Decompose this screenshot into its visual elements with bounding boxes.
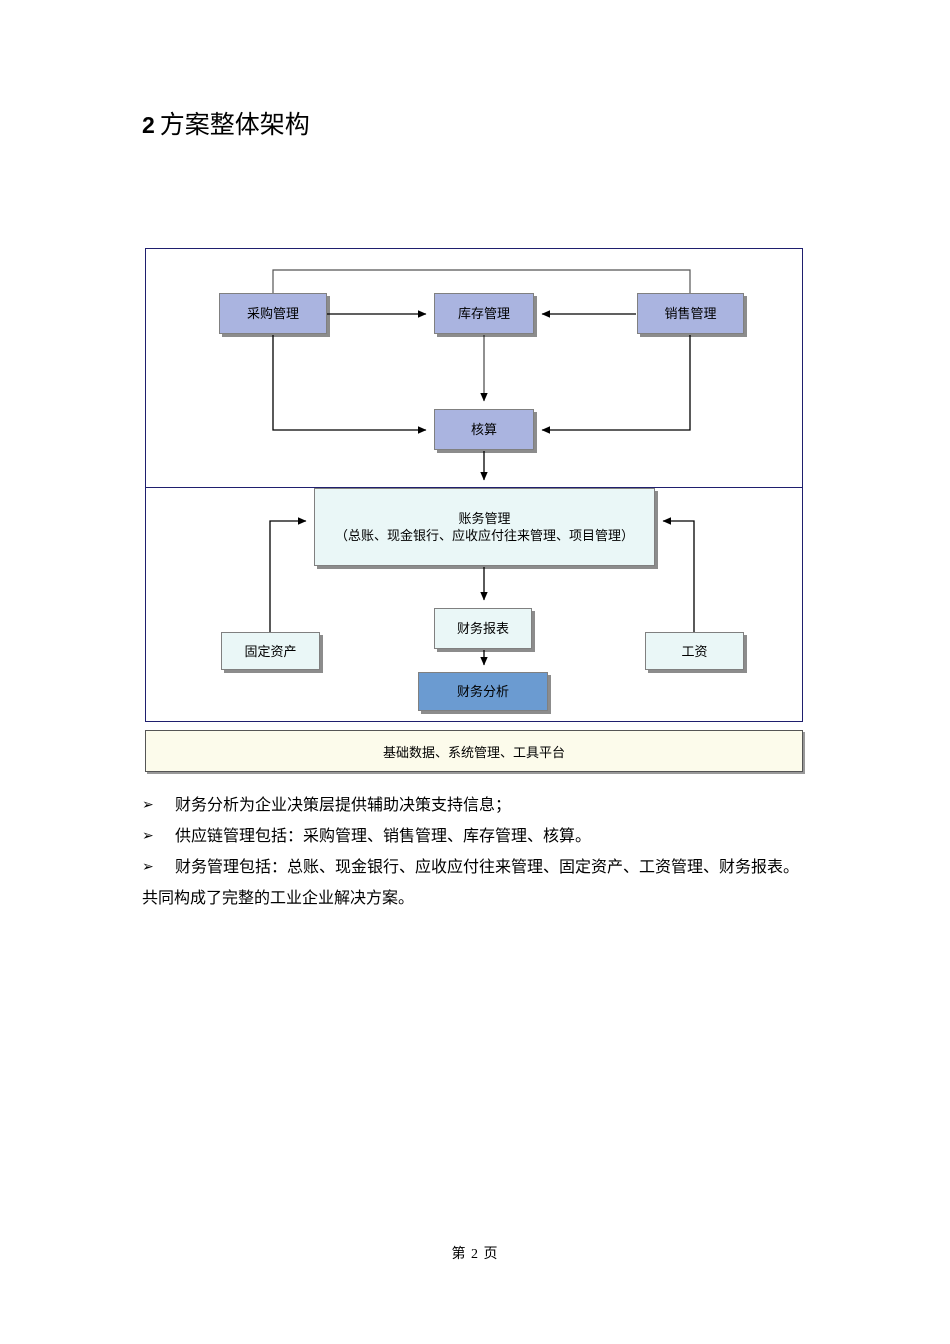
list-item-text: 供应链管理包括：采购管理、销售管理、库存管理、核算。 <box>175 828 592 845</box>
node-cost-accounting[interactable]: 核算 <box>434 409 534 450</box>
node-label: 销售管理 <box>664 306 717 321</box>
bullet-arrow-icon: ➢ <box>142 797 154 813</box>
list-item: ➢ 财务管理包括：总账、现金银行、应收应付往来管理、固定资产、工资管理、财务报表… <box>142 852 842 883</box>
bullet-arrow-icon: ➢ <box>142 859 154 875</box>
list-item-text: 财务管理包括：总账、现金银行、应收应付往来管理、固定资产、工资管理、财务报表。 <box>175 859 800 876</box>
node-purchase-management[interactable]: 采购管理 <box>219 293 327 334</box>
node-financial-accounting-management[interactable]: 账务管理 （总账、现金银行、应收应付往来管理、项目管理） <box>314 488 655 566</box>
page-footer: 第 2 页 <box>451 1247 499 1262</box>
panel-divider <box>145 487 803 488</box>
list-item-text: 财务分析为企业决策层提供辅助决策支持信息； <box>175 797 512 814</box>
node-label: 工资 <box>681 643 708 659</box>
node-label-primary: 账务管理 <box>458 511 511 526</box>
node-payroll[interactable]: 工资 <box>645 632 744 670</box>
node-label: 财务分析 <box>456 684 509 699</box>
heading-text: 方案整体架构 <box>159 111 310 139</box>
bullet-arrow-icon: ➢ <box>142 828 154 844</box>
list-item: ➢ 财务分析为企业决策层提供辅助决策支持信息； <box>142 790 842 821</box>
node-label: 库存管理 <box>457 306 510 321</box>
notes-list: ➢ 财务分析为企业决策层提供辅助决策支持信息； ➢ 供应链管理包括：采购管理、销… <box>142 790 842 883</box>
node-financial-reports[interactable]: 财务报表 <box>434 608 532 649</box>
node-fixed-assets[interactable]: 固定资产 <box>221 632 320 670</box>
node-financial-analysis[interactable]: 财务分析 <box>418 672 548 711</box>
node-label-secondary: （总账、现金银行、应收应付往来管理、项目管理） <box>334 528 634 543</box>
platform-bar-label: 基础数据、系统管理、工具平台 <box>382 744 565 760</box>
platform-foundation-bar[interactable]: 基础数据、系统管理、工具平台 <box>145 730 803 772</box>
node-label: 财务报表 <box>456 621 509 636</box>
node-label: 采购管理 <box>246 306 299 321</box>
node-label: 核算 <box>470 422 497 437</box>
node-label: 固定资产 <box>244 643 297 659</box>
heading-number: 2 <box>142 112 155 138</box>
notes-closing-paragraph: 共同构成了完整的工业企业解决方案。 <box>142 890 415 907</box>
node-sales-management[interactable]: 销售管理 <box>637 293 744 334</box>
list-item: ➢ 供应链管理包括：采购管理、销售管理、库存管理、核算。 <box>142 821 842 852</box>
node-inventory-management[interactable]: 库存管理 <box>434 293 534 334</box>
